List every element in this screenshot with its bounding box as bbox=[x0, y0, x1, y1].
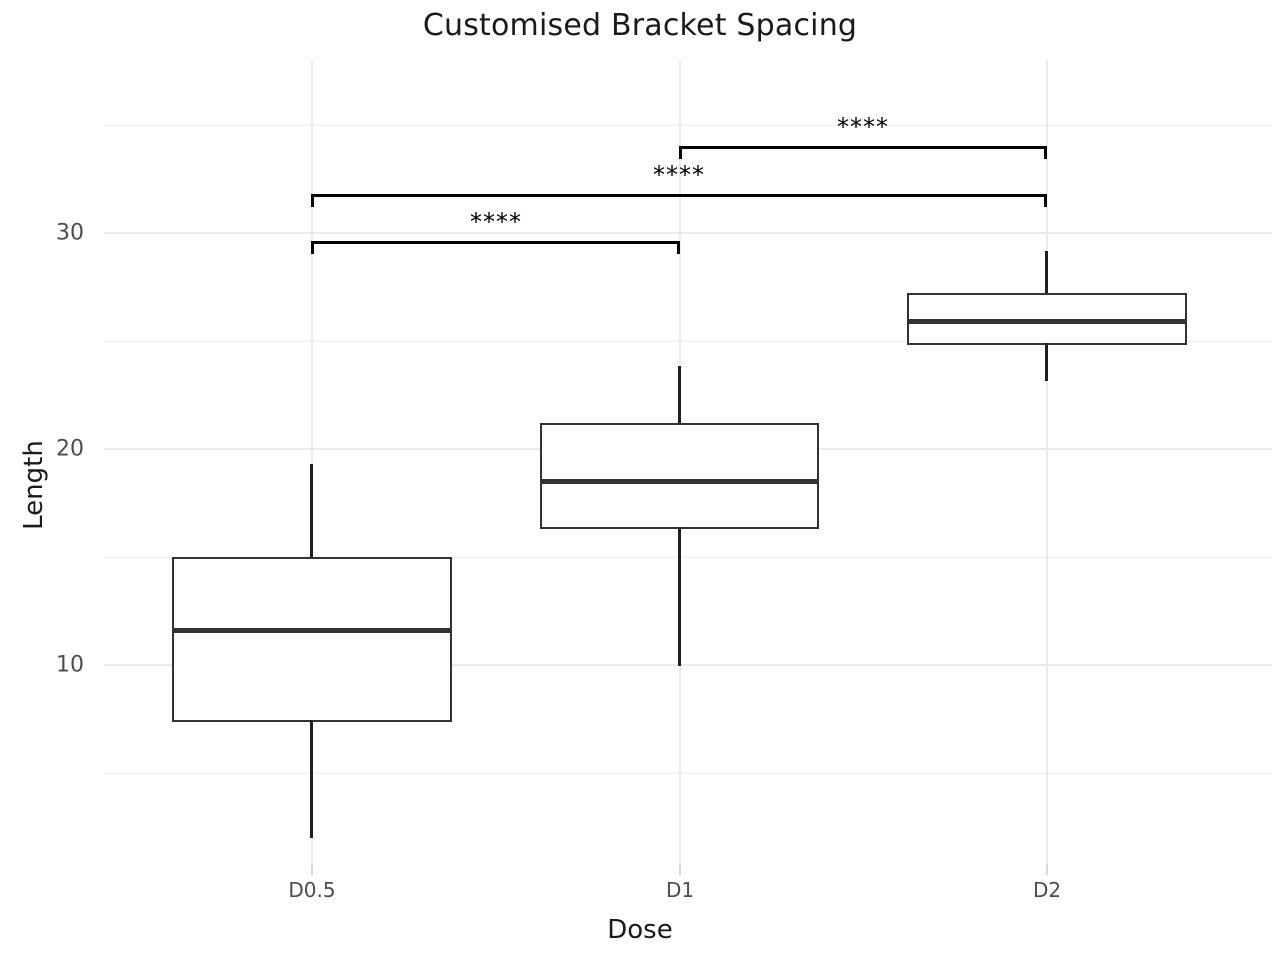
whisker-upper-d05 bbox=[310, 464, 313, 559]
bracket-label-d05-d2: **** bbox=[653, 161, 705, 189]
gridline-major-30 bbox=[104, 232, 1272, 234]
bracket-d05-d1 bbox=[311, 241, 680, 254]
gridline-minor-35 bbox=[104, 125, 1272, 126]
bracket-label-d1-d2: **** bbox=[837, 113, 889, 141]
gridline-minor-25 bbox=[104, 341, 1272, 342]
xtick-mark-d05 bbox=[311, 864, 313, 875]
ytick-label-30: 30 bbox=[56, 220, 84, 246]
median-d1 bbox=[540, 479, 819, 484]
gridline-major-10 bbox=[104, 664, 1272, 666]
xtick-label-d1: D1 bbox=[665, 878, 695, 902]
bracket-d05-d2 bbox=[311, 194, 1047, 207]
ytick-label-10: 10 bbox=[56, 652, 84, 678]
gridline-minor-5 bbox=[104, 773, 1272, 774]
xtick-mark-d1 bbox=[679, 864, 681, 875]
box-d05 bbox=[172, 557, 452, 722]
whisker-upper-d1 bbox=[678, 366, 681, 425]
gridline-minor-15 bbox=[104, 557, 1272, 558]
gridline-vertical-d2 bbox=[1046, 60, 1048, 872]
xtick-mark-d2 bbox=[1046, 864, 1048, 875]
box-d1 bbox=[540, 423, 819, 529]
xtick-label-d05: D0.5 bbox=[288, 878, 336, 902]
y-axis-label: Length bbox=[19, 440, 49, 530]
whisker-upper-d2 bbox=[1045, 251, 1048, 295]
ytick-label-20: 20 bbox=[56, 436, 84, 462]
whisker-lower-d2 bbox=[1045, 343, 1048, 381]
median-d2 bbox=[907, 319, 1187, 324]
x-axis-label: Dose bbox=[607, 915, 673, 945]
bracket-label-d05-d1: **** bbox=[470, 208, 522, 236]
xtick-label-d2: D2 bbox=[1032, 878, 1062, 902]
page-title: Customised Bracket Spacing bbox=[422, 8, 858, 43]
bracket-d1-d2 bbox=[679, 146, 1047, 159]
median-d05 bbox=[172, 628, 452, 633]
whisker-lower-d1 bbox=[678, 527, 681, 666]
whisker-lower-d05 bbox=[310, 720, 313, 838]
